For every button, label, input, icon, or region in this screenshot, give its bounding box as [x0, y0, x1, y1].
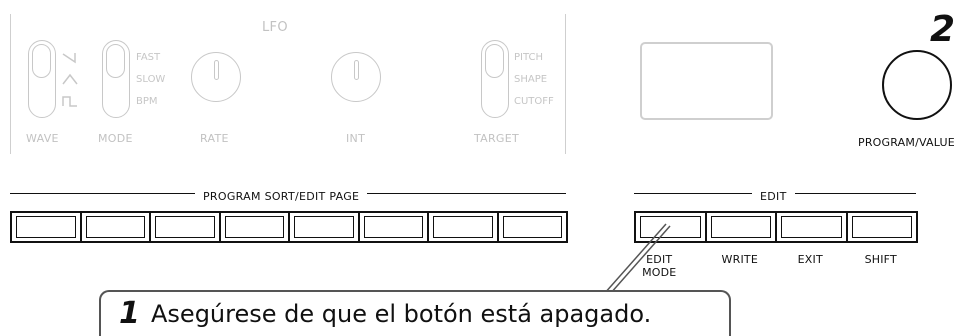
- instruction-callout: 1 Asegúrese de que el botón está apagado…: [99, 290, 731, 336]
- edit-button-3[interactable]: [775, 211, 848, 243]
- target-option-cutoff: CUTOFF: [514, 96, 554, 107]
- lfo-panel-left-border: [10, 14, 11, 154]
- mode-option-bpm: BPM: [136, 96, 158, 107]
- edit-button-label-line2: MODE: [642, 266, 677, 279]
- int-label: INT: [346, 132, 366, 145]
- program-pad-1[interactable]: [10, 211, 82, 243]
- mode-option-slow: SLOW: [136, 74, 166, 85]
- program-sort-title: PROGRAM SORT/EDIT PAGE: [195, 190, 368, 203]
- int-knob[interactable]: [331, 52, 381, 102]
- wave-switch-lever: [32, 44, 51, 78]
- program-pad-6[interactable]: [357, 211, 429, 243]
- edit-button-label: SHIFT: [864, 253, 897, 266]
- wave-label: WAVE: [26, 132, 59, 145]
- program-pad-8[interactable]: [496, 211, 568, 243]
- int-knob-indicator: [353, 60, 359, 80]
- edit-title-wrap: EDIT: [752, 185, 795, 204]
- mode-switch[interactable]: [102, 40, 130, 118]
- wave-switch[interactable]: [28, 40, 56, 118]
- rate-knob[interactable]: [191, 52, 241, 102]
- rate-label: RATE: [200, 132, 229, 145]
- step-1-number: 1: [119, 296, 140, 331]
- edit-button-1[interactable]: [634, 211, 707, 243]
- program-pad-4[interactable]: [218, 211, 290, 243]
- program-pad-2[interactable]: [79, 211, 151, 243]
- edit-button-2[interactable]: [704, 211, 777, 243]
- mode-switch-lever: [106, 44, 125, 78]
- instruction-text: Asegúrese de que el botón está apagado.: [151, 300, 652, 328]
- rate-knob-indicator: [213, 60, 219, 80]
- mode-option-fast: FAST: [136, 52, 161, 63]
- target-option-pitch: PITCH: [514, 52, 544, 63]
- ramp-wave-icon: [62, 53, 76, 64]
- display-screen: [640, 42, 773, 120]
- callout-pointer: [603, 223, 671, 295]
- mode-label: MODE: [98, 132, 133, 145]
- program-sort-title-wrap: PROGRAM SORT/EDIT PAGE: [195, 185, 368, 204]
- triangle-wave-icon: [62, 73, 78, 85]
- lfo-title: LFO: [262, 20, 288, 35]
- edit-button-label: WRITE: [721, 253, 758, 266]
- lfo-panel-right-border: [565, 14, 566, 154]
- target-option-shape: SHAPE: [514, 74, 548, 85]
- program-value-label: PROGRAM/VALUE: [858, 136, 955, 149]
- program-pad-5[interactable]: [288, 211, 360, 243]
- program-pad-7[interactable]: [427, 211, 499, 243]
- program-pad-3[interactable]: [149, 211, 221, 243]
- edit-button-4[interactable]: [845, 211, 918, 243]
- edit-title: EDIT: [752, 190, 795, 203]
- square-wave-icon: [62, 96, 77, 107]
- program-value-knob[interactable]: [882, 50, 952, 120]
- target-switch[interactable]: [481, 40, 509, 118]
- step-2-number: 2: [930, 9, 956, 50]
- target-switch-lever: [485, 44, 504, 78]
- target-label: TARGET: [474, 132, 520, 145]
- edit-button-label: EDIT: [646, 253, 673, 266]
- edit-button-label: EXIT: [797, 253, 823, 266]
